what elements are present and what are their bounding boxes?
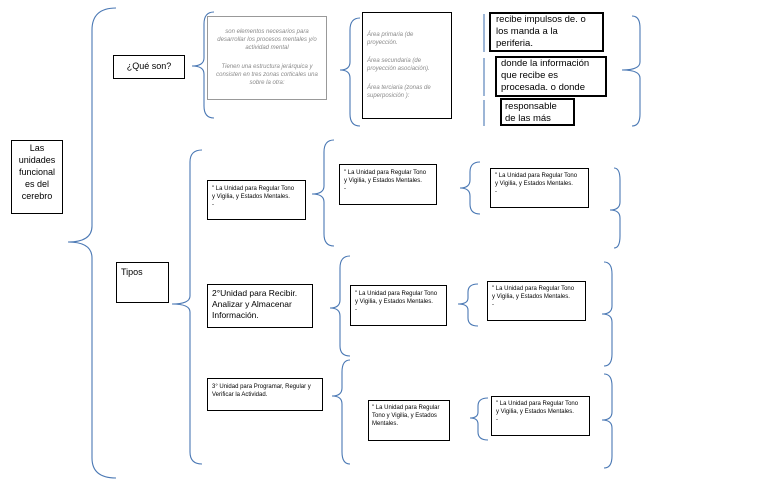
- responsable-text: responsable de las más: [505, 101, 557, 124]
- unit3-bracket: [331, 359, 351, 465]
- que-son-box: [113, 55, 185, 79]
- unit2-sub2-box: [487, 281, 586, 321]
- unit1-sub2-bracket: [459, 161, 481, 215]
- tipos-box: [116, 262, 169, 303]
- unit1-bracket: [311, 139, 335, 247]
- unit2-box: [207, 284, 313, 328]
- procesada-box: [495, 56, 607, 97]
- unit3-right-bracket: [601, 373, 613, 469]
- impulsos-box: [489, 12, 604, 52]
- unit3-sub2-box: [491, 396, 590, 436]
- root-box: [11, 140, 63, 214]
- areas-box: [362, 12, 452, 119]
- unit3-text: 3° Unidad para Programar, Regular y Veri…: [212, 384, 311, 398]
- tipos-label: Tipos: [121, 267, 143, 277]
- root-title: Las unidades funcional es del cerebro: [18, 143, 56, 201]
- procesada-text: donde la información que recibe es proce…: [501, 58, 590, 93]
- unit2-right-bracket: [601, 261, 613, 367]
- main-bracket: [67, 7, 117, 479]
- definition-1: son elementos necesarios para desarrolla…: [217, 29, 317, 51]
- unit1-box: [207, 180, 306, 220]
- unit2-sub2-bracket: [457, 283, 479, 327]
- que-son-label: ¿Qué son?: [126, 61, 172, 71]
- unit3-sub-text: " La Unidad para Regular Tono y Vigilia,…: [372, 405, 440, 427]
- area-secundaria: Área secundaria (de proyección asociació…: [367, 58, 430, 72]
- area-primaria: Área primaria (de proyección.: [367, 32, 414, 46]
- unit2-text: 2°Unidad para Recibir. Analizar y Almace…: [212, 288, 298, 320]
- far-right-bracket: [621, 15, 641, 127]
- impulsos-text: recibe impulsos de. o los manda a la per…: [496, 14, 586, 49]
- definition-2: Tienen una estructura jerárquica y consi…: [216, 64, 318, 86]
- unit2-sub-box: [350, 285, 447, 326]
- unit1-sub-text: " La Unidad para Regular Tono y Vigilia,…: [344, 170, 427, 192]
- unit1-sub2-box: [490, 168, 589, 208]
- unit2-bracket: [329, 255, 351, 357]
- unit3-box: [207, 378, 323, 411]
- area-terciaria: Área terciaria (zonas de superposición )…: [367, 85, 431, 99]
- unit1-sub2-text: " La Unidad para Regular Tono y Vigilia,…: [495, 173, 578, 195]
- unit2-sub-text: " La Unidad para Regular Tono y Vigilia,…: [355, 291, 438, 313]
- responsable-box: [500, 98, 575, 126]
- unit1-text: " La Unidad para Regular Tono y Vigilia,…: [212, 186, 295, 208]
- tipos-bracket: [171, 149, 203, 465]
- unit3-sub2-text: " La Unidad para Regular Tono y Vigilia,…: [496, 401, 579, 423]
- unit2-sub2-text: " La Unidad para Regular Tono y Vigilia,…: [492, 286, 575, 308]
- unit1-sub-box: [339, 164, 437, 205]
- unit3-sub-box: [368, 400, 450, 441]
- areas-bracket: [339, 17, 361, 127]
- definition-box: [207, 16, 327, 100]
- unit1-right-bracket: [609, 167, 621, 249]
- unit3-sub2-bracket: [469, 397, 489, 441]
